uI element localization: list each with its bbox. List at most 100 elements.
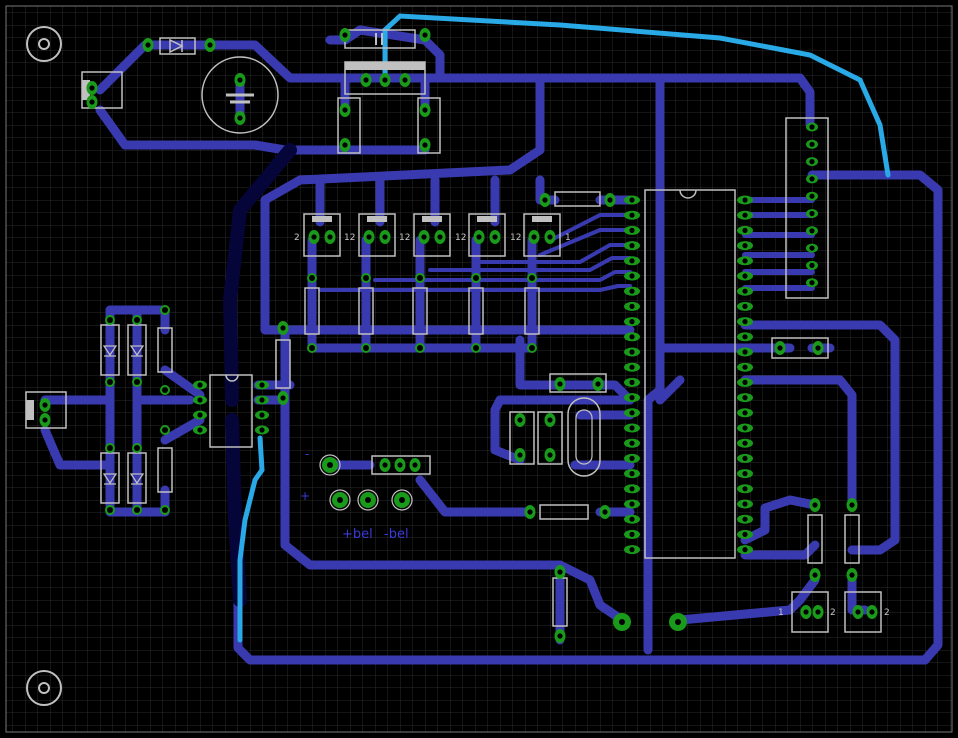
component-pad xyxy=(234,73,246,87)
component-pad xyxy=(86,95,98,109)
resistor-outline xyxy=(358,287,374,335)
resistor-pad xyxy=(471,273,481,283)
pads xyxy=(39,28,878,643)
component-pad xyxy=(419,28,431,42)
component-pad xyxy=(277,391,289,405)
regulator-outline xyxy=(523,213,561,257)
chip-pin-right xyxy=(737,195,753,205)
regulator-pad xyxy=(324,230,336,244)
resistor-outline xyxy=(157,327,173,373)
chip-pin-right xyxy=(737,362,753,372)
resistor-outline xyxy=(412,287,428,335)
chip-pin-right xyxy=(737,286,753,296)
dip-pin-left xyxy=(193,410,207,420)
chip-pin-right xyxy=(737,423,753,433)
component-pad xyxy=(554,629,566,643)
power-connector-left xyxy=(25,391,67,429)
mounting-hole-bottom xyxy=(26,670,62,706)
pin-label-1-a: 1 xyxy=(565,233,571,243)
battery-pad xyxy=(391,489,413,511)
header-pin xyxy=(806,139,818,149)
chip-pin-left xyxy=(624,225,640,235)
decoupling-cap-right xyxy=(771,337,829,359)
battery-pad xyxy=(319,454,341,476)
voltage-regulator xyxy=(344,61,426,95)
resistor-pad xyxy=(471,343,481,353)
dip-pin-left xyxy=(193,425,207,435)
resistor-pad xyxy=(160,425,170,435)
regulator-pad xyxy=(308,230,320,244)
chip-pin-right xyxy=(737,210,753,220)
microcontroller-chip xyxy=(644,189,736,559)
header-pin xyxy=(806,122,818,132)
pin-label-2: 2 xyxy=(294,233,300,243)
test-pad xyxy=(613,613,631,631)
chip-pin-left xyxy=(624,514,640,524)
regulator-tab xyxy=(312,216,332,222)
component-pad xyxy=(592,377,604,391)
header-pin xyxy=(806,226,818,236)
chip-pin-left xyxy=(624,423,640,433)
component-pad xyxy=(360,73,372,87)
regulators-row xyxy=(303,213,561,257)
resistor-outline xyxy=(524,287,540,335)
regulator-tab xyxy=(367,216,387,222)
resistor-pad xyxy=(415,273,425,283)
diode-pad xyxy=(132,315,142,325)
header-pin xyxy=(806,174,818,184)
chip-pin-right xyxy=(737,484,753,494)
regulator-pad xyxy=(434,230,446,244)
diode-pad xyxy=(105,505,115,515)
battery-pad xyxy=(357,489,379,511)
resistor-pad xyxy=(160,385,170,395)
chip-pin-right xyxy=(737,377,753,387)
component-pad xyxy=(599,505,611,519)
component-pad xyxy=(800,605,812,619)
chip-pin-right xyxy=(737,241,753,251)
component-pad xyxy=(339,103,351,117)
resistor-outline xyxy=(157,447,173,493)
component-pad xyxy=(86,81,98,95)
resistor-top-horizontal xyxy=(554,191,601,207)
chip-pin-left xyxy=(624,393,640,403)
header-pin xyxy=(806,260,818,270)
chip-pin-left xyxy=(624,271,640,281)
component-pad xyxy=(142,38,154,52)
chip-pin-right xyxy=(737,256,753,266)
component-pad xyxy=(379,73,391,87)
top-diode xyxy=(159,37,196,55)
component-pad xyxy=(539,193,551,207)
resistor-pad xyxy=(160,505,170,515)
pin-header-right xyxy=(785,117,829,299)
resistor-outline xyxy=(468,287,484,335)
component-pad xyxy=(774,341,786,355)
battery-negative-label: -bel xyxy=(384,527,409,542)
chip-pin-left xyxy=(624,453,640,463)
regulator-outline xyxy=(358,213,396,257)
chip-pin-left xyxy=(624,286,640,296)
component-pad xyxy=(339,28,351,42)
pin-label-12-c: 12 xyxy=(455,233,466,243)
diode-symbol xyxy=(102,473,118,485)
chip-pin-left xyxy=(624,484,640,494)
header-pin xyxy=(806,191,818,201)
regulator-pad xyxy=(379,230,391,244)
chip-pin-left xyxy=(624,195,640,205)
pin-label-2-c: 2 xyxy=(884,608,890,618)
minus-sign-label: - xyxy=(305,447,309,461)
small-dip-ic xyxy=(209,374,253,448)
component-pad xyxy=(544,448,556,462)
chip-pins-left xyxy=(624,195,640,555)
component-pad xyxy=(399,73,411,87)
chip-pin-right xyxy=(737,438,753,448)
mounting-hole-top xyxy=(26,26,62,62)
dip-pin-right xyxy=(255,410,269,420)
diode-pad xyxy=(132,377,142,387)
regulator-pad xyxy=(489,230,501,244)
chip-pin-left xyxy=(624,332,640,342)
diode-symbol xyxy=(129,345,145,357)
chip-pin-right xyxy=(737,301,753,311)
pin-label-12-a: 12 xyxy=(344,233,355,243)
resistor-pad xyxy=(307,343,317,353)
component-pad xyxy=(846,568,858,582)
